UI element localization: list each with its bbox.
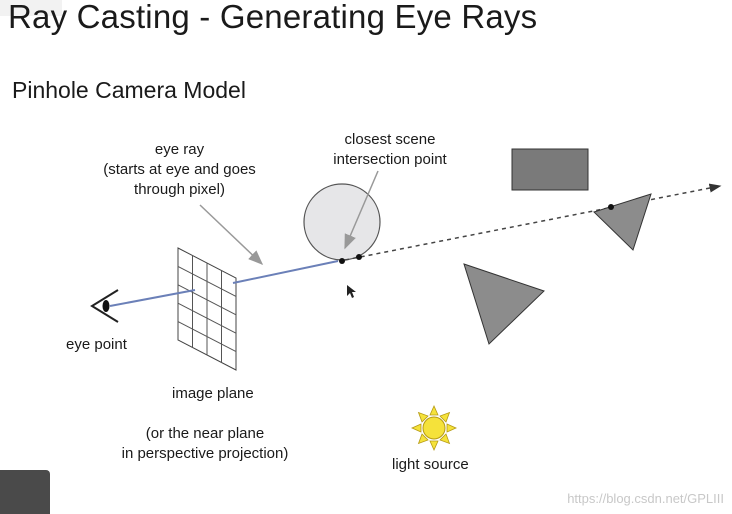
sun-icon	[411, 405, 457, 451]
eye-ray-label: eye ray (starts at eye and goes through …	[92, 140, 267, 200]
slide-title: Ray Casting - Generating Eye Rays	[8, 0, 538, 35]
eye-ray-label-line-1: eye ray	[154, 141, 205, 158]
sphere	[303, 183, 381, 261]
near-plane-label: (or the near plane in perspective projec…	[100, 424, 310, 464]
slide-subtitle: Pinhole Camera Model	[12, 77, 246, 103]
eye-ray-pointer	[199, 204, 264, 266]
large-triangle-object	[463, 263, 545, 345]
image-plane-label: image plane	[172, 385, 254, 402]
rectangle-object	[511, 148, 589, 191]
light-source-label: light source	[392, 456, 469, 473]
near-plane-label-line-1: (or the near plane	[145, 425, 265, 442]
eye-ray-line-beyond-plane	[232, 260, 339, 284]
near-plane-label-line-2: in perspective projection)	[121, 445, 289, 462]
eye-ray-label-line-3: through pixel)	[134, 181, 225, 198]
eye-ray-label-line-2: (starts at eye and goes	[103, 161, 256, 178]
closest-pointer	[344, 170, 379, 250]
intersection-dot-2	[356, 254, 362, 260]
closest-intersection-label: closest scene intersection point	[318, 130, 462, 170]
small-triangle-object	[593, 193, 652, 251]
video-thumbnail	[0, 470, 50, 514]
eye-ray-line	[109, 289, 196, 307]
triangle-intersection-dot	[608, 204, 614, 210]
dashed-ray	[344, 183, 722, 261]
image-plane-grid	[177, 247, 237, 371]
top-left-watermark	[0, 0, 62, 16]
closest-label-line-2: intersection point	[333, 151, 447, 168]
eye-icon	[90, 289, 119, 323]
intersection-dot-1	[339, 258, 345, 264]
mouse-cursor-icon	[347, 285, 356, 298]
closest-label-line-1: closest scene	[344, 131, 436, 148]
watermark-url: https://blog.csdn.net/GPLIII	[567, 491, 724, 506]
eye-point-label: eye point	[66, 336, 127, 353]
